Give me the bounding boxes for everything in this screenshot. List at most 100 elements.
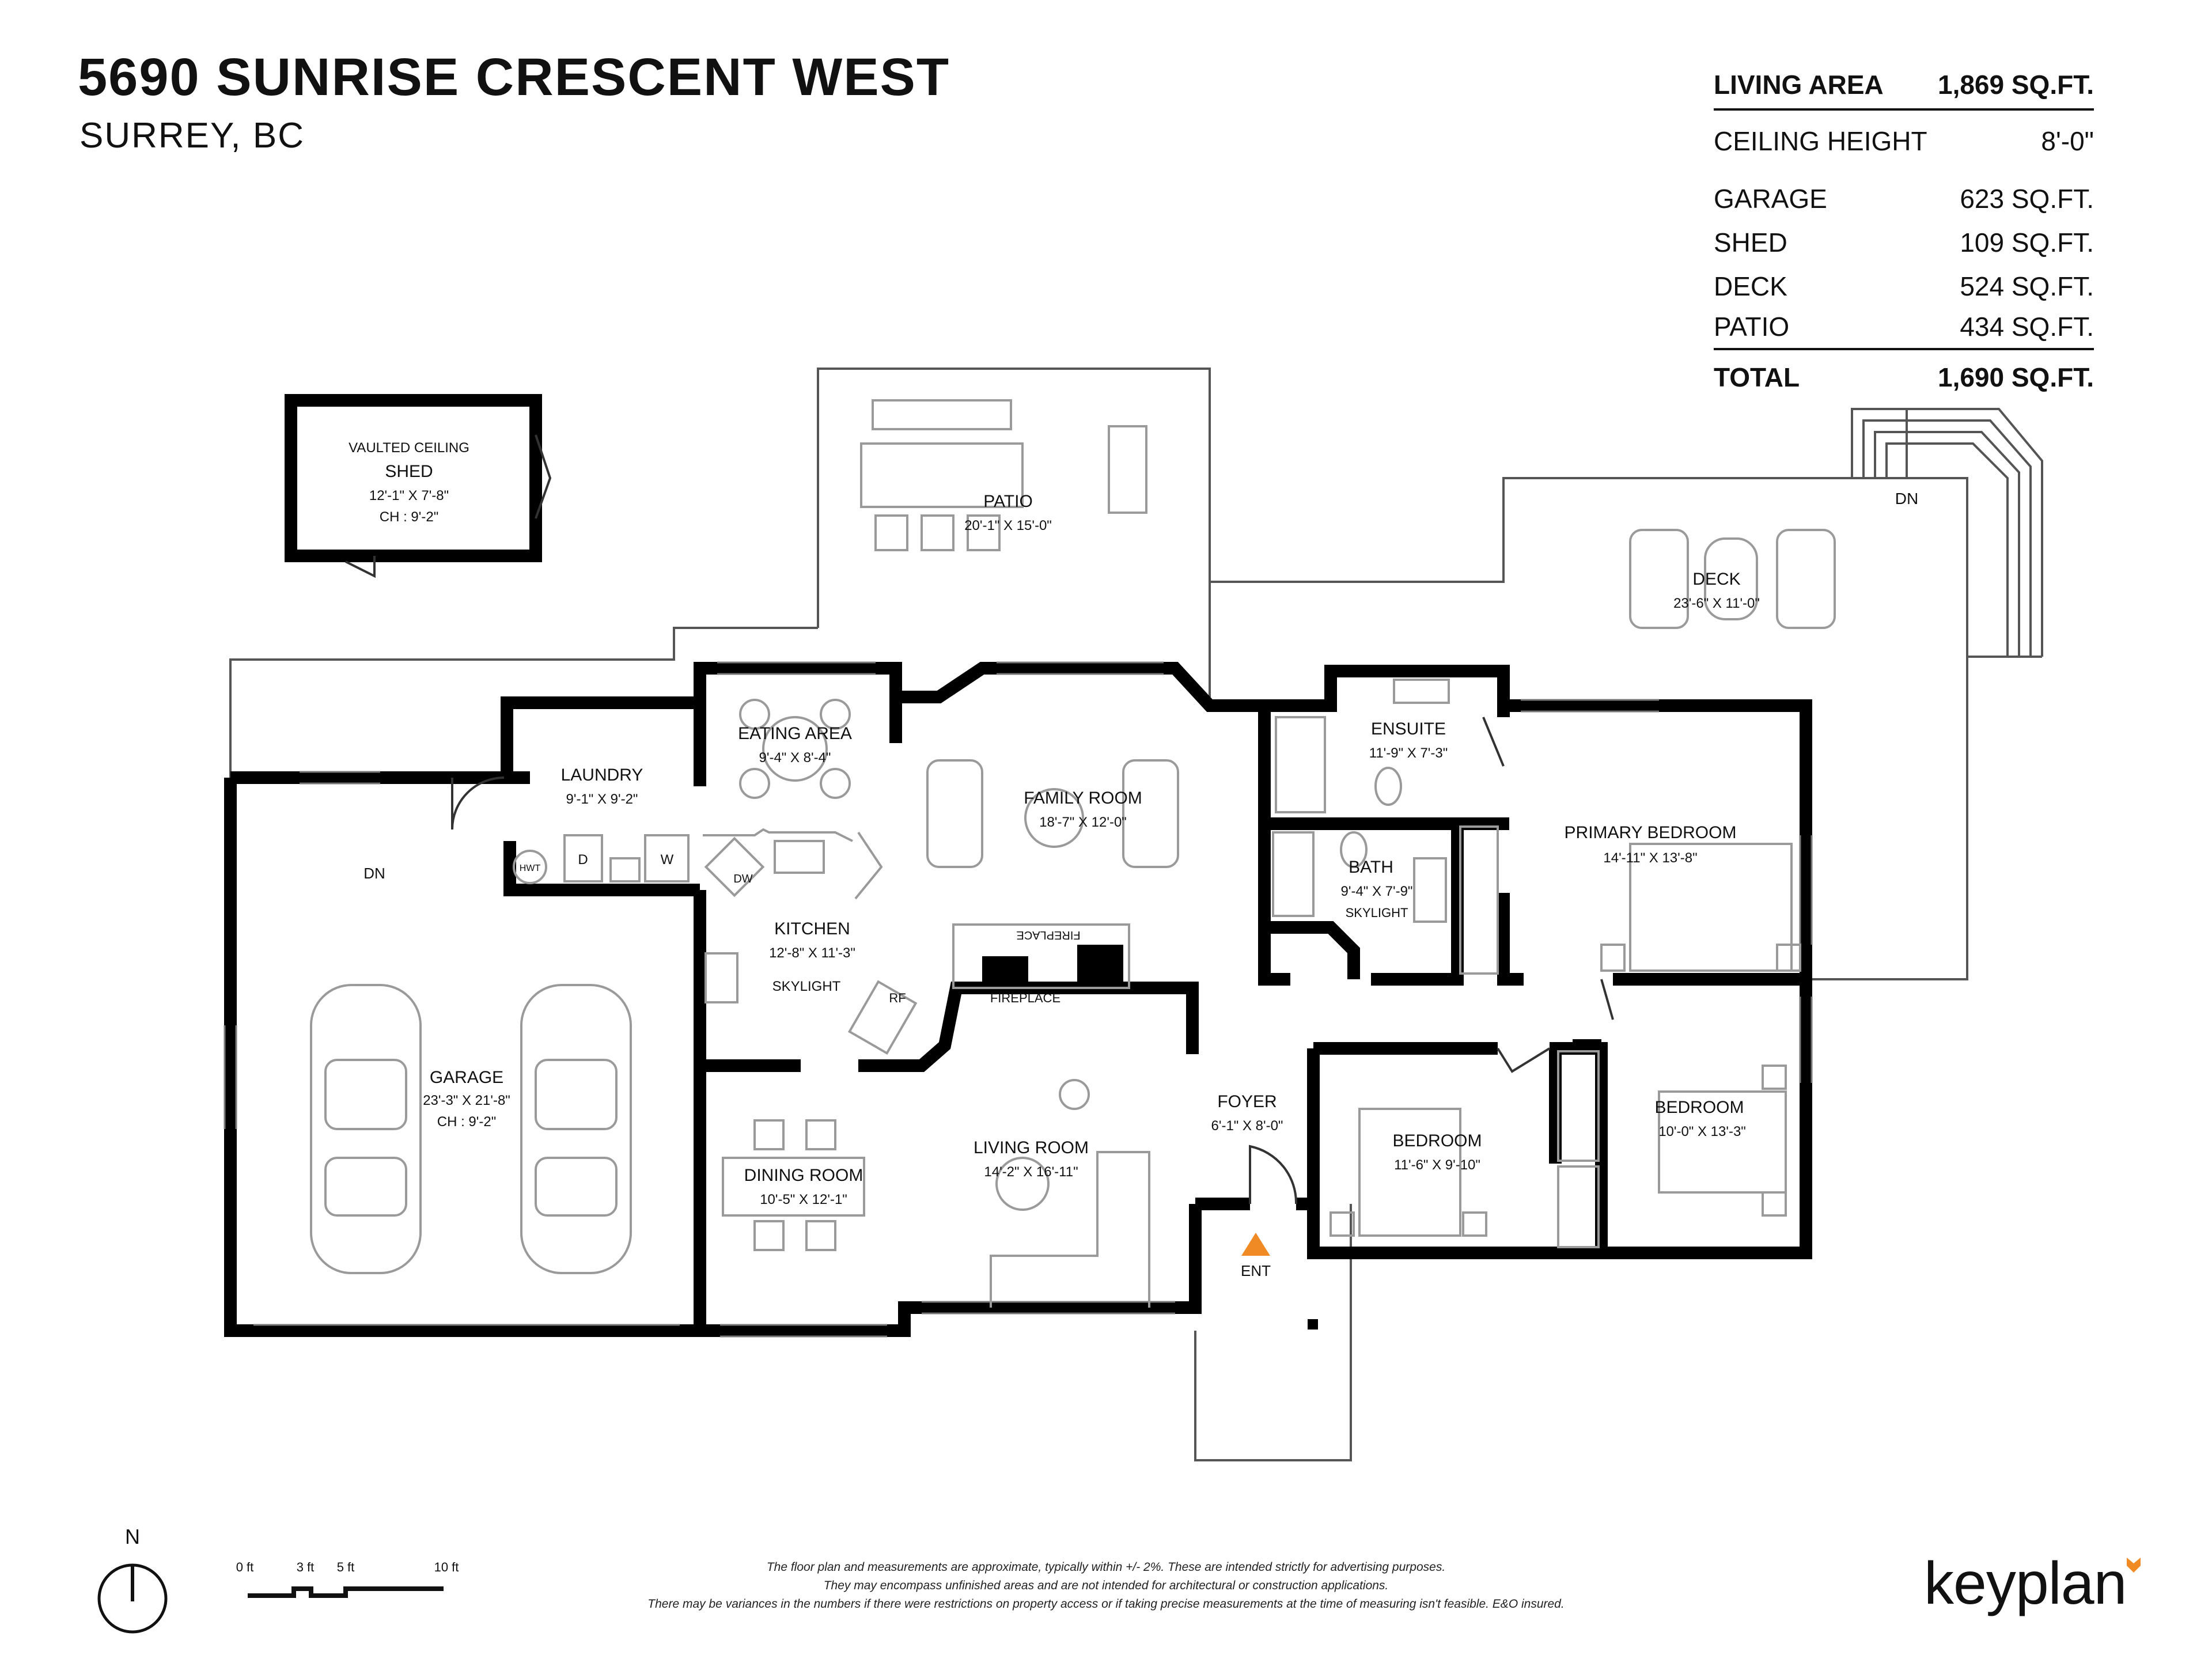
garage-dn: DN — [363, 865, 385, 882]
dining-table — [722, 1119, 865, 1251]
laundry-name: LAUNDRY — [561, 766, 643, 785]
deck-dims: 23'-6" X 11'-0" — [1673, 596, 1760, 611]
closets — [1459, 825, 1600, 1248]
shed-dims: 12'-1" X 7'-8" — [369, 488, 449, 503]
bedroom-1-name: BEDROOM — [1392, 1131, 1482, 1150]
deck-name: DECK — [1692, 570, 1740, 589]
shed-walls — [285, 394, 542, 562]
primary-bedroom-walls — [1503, 699, 1812, 986]
stat-label: PATIO — [1714, 312, 1790, 342]
eating-area-dims: 9'-4" X 8'-4" — [759, 750, 831, 766]
scale-tick-0: 0 ft — [236, 1560, 254, 1574]
patio-outline — [817, 368, 1211, 697]
eating-table — [739, 699, 851, 799]
stat-value: 1,690 SQ.FT. — [1937, 362, 2094, 392]
door-swing — [345, 556, 376, 578]
primary-bedroom-name: PRIMARY BEDROOM — [1565, 823, 1737, 842]
laundry-dims: 9'-1" X 9'-2" — [566, 791, 638, 807]
scale-tick-3: 3 ft — [297, 1560, 315, 1574]
eating-area-walls — [694, 662, 902, 743]
stat-patio: PATIO 434 SQ.FT. — [1714, 311, 2094, 351]
dining-room-dims: 10'-5" X 12'-1" — [760, 1192, 847, 1207]
stat-value: 8'-0" — [2041, 126, 2094, 156]
bath-dims: 9'-4" X 7'-9" — [1341, 884, 1413, 899]
garage-car — [520, 984, 632, 1274]
family-room-dims: 18'-7" X 12'-0" — [1039, 815, 1127, 830]
living-sofa — [990, 1079, 1150, 1308]
bedroom-bed — [1658, 1065, 1787, 1217]
stat-garage: GARAGE 623 SQ.FT. — [1714, 183, 2094, 224]
disclaimer: The floor plan and measurements are appr… — [605, 1558, 1607, 1613]
compass-label: N — [125, 1525, 140, 1548]
door-swing — [1249, 1145, 1298, 1205]
door-swing — [535, 434, 552, 519]
deck-stairs — [1851, 408, 2043, 658]
stat-value: 109 SQ.FT. — [1960, 228, 2094, 257]
stat-label: TOTAL — [1714, 362, 1800, 392]
laundry-dryer: D — [578, 852, 588, 868]
stat-living-area: LIVING AREA 1,869 SQ.FT. — [1714, 69, 2094, 109]
north-compass: N — [97, 1525, 168, 1634]
deck-dn: DN — [1895, 490, 1918, 507]
patio-dims: 20'-1" X 15'-0" — [964, 518, 1052, 533]
family-room-name: FAMILY ROOM — [1024, 789, 1142, 808]
shed-ch: CH : 9'-2" — [380, 509, 438, 525]
divider — [1714, 108, 2094, 111]
stat-deck: DECK 524 SQ.FT. — [1714, 271, 2094, 311]
foyer-name: FOYER — [1217, 1092, 1277, 1111]
shed-name: SHED — [385, 462, 433, 481]
stat-label: SHED — [1714, 228, 1787, 257]
garage-walls — [224, 778, 706, 1337]
bath-name: BATH — [1349, 858, 1393, 877]
kitchen-fixtures — [703, 828, 918, 1055]
bedroom-walls — [1307, 979, 1812, 1259]
patio-bench — [860, 399, 1147, 551]
disclaimer-line: The floor plan and measurements are appr… — [766, 1560, 1446, 1574]
property-city: SURREY, BC — [79, 116, 305, 156]
primary-bedroom-dims: 14'-11" X 13'-8" — [1603, 850, 1697, 866]
stat-label: DECK — [1714, 271, 1787, 301]
ensuite-name: ENSUITE — [1371, 719, 1446, 738]
stat-value: 524 SQ.FT. — [1960, 271, 2094, 301]
kitchen-dims: 12'-8" X 11'-3" — [769, 945, 855, 961]
garage-dims: 23'-3" X 21'-8" — [423, 1093, 510, 1108]
laundry-walls — [501, 696, 706, 786]
stat-value: 623 SQ.FT. — [1960, 184, 2094, 214]
divider — [1714, 348, 2094, 350]
fireplace-lower-label: FIREPLACE — [990, 991, 1060, 1005]
bedroom-2-name: BEDROOM — [1654, 1098, 1744, 1117]
ensuite-walls — [1264, 665, 1510, 717]
foyer-ent: ENT — [1241, 1262, 1271, 1279]
bedroom-1-dims: 11'-6" X 9'-10" — [1394, 1157, 1480, 1173]
stat-label: CEILING HEIGHT — [1714, 126, 1927, 156]
garage-name: GARAGE — [430, 1068, 503, 1087]
exterior-outlines — [229, 368, 1968, 1461]
kitchen-note: SKYLIGHT — [772, 979, 841, 994]
stat-shed: SHED 109 SQ.FT. — [1714, 227, 2094, 267]
side-yard-outline — [229, 627, 818, 778]
stat-ceiling-height: CEILING HEIGHT 8'-0" — [1714, 126, 2094, 166]
windows — [224, 661, 1813, 1338]
ensuite-dims: 11'-9" X 7'-3" — [1369, 745, 1448, 761]
door-swing — [451, 777, 505, 830]
brand-mark-icon — [2127, 1558, 2141, 1573]
bath-note: SKYLIGHT — [1346, 906, 1408, 920]
fireplace-blocks — [982, 945, 1123, 985]
shed-note: VAULTED CEILING — [349, 440, 469, 456]
brand-logo: keyplan — [1924, 1550, 2127, 1617]
fireplace-upper-label: FIREPLACE — [1016, 929, 1080, 941]
living-room-walls — [700, 1204, 1202, 1337]
foyer-dims: 6'-1" X 8'-0" — [1211, 1118, 1283, 1134]
deck-chairs — [1629, 529, 1836, 629]
door-swing — [1482, 717, 1505, 767]
kitchen-walls — [694, 890, 801, 1072]
garage-car — [310, 984, 422, 1274]
living-room-name: LIVING ROOM — [974, 1138, 1089, 1157]
entry-marker — [1241, 1233, 1270, 1256]
stat-value: 434 SQ.FT. — [1960, 312, 2094, 342]
room-labels: VAULTED CEILING SHED 12'-1" X 7'-8" CH :… — [349, 440, 1918, 1279]
laundry-fixtures — [513, 834, 690, 884]
furniture — [310, 399, 1836, 1308]
deck-outline — [1210, 477, 1968, 980]
